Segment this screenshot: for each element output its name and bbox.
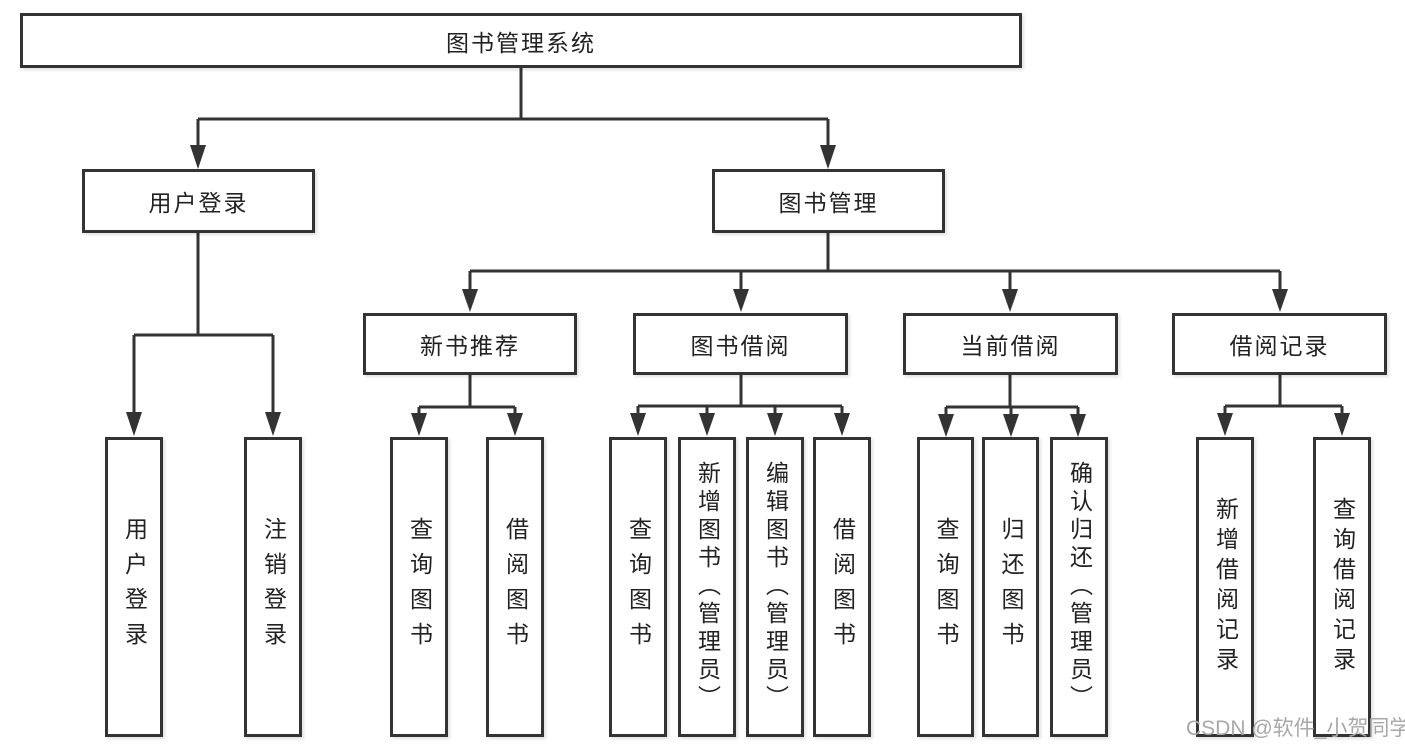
connector-root-to-level2: [190, 68, 836, 169]
csdn-watermark: CSDN @软件_小贺同学: [1186, 717, 1405, 740]
leaf-borrow-query-book: 查询图书: [609, 437, 667, 737]
leaf-confirm-return-admin: 确认归还（管理员）: [1050, 437, 1108, 737]
leaf-edit-book-admin: 编辑图书（管理员）: [746, 437, 804, 737]
node-user-login-label: 用户登录: [148, 190, 249, 216]
leaf-user-login: 用户登录: [105, 437, 163, 737]
node-new-book-recommend: 新书推荐: [363, 313, 577, 375]
leaf-query-borrow-record: 查询借阅记录: [1313, 437, 1371, 737]
connector-new-books-to-leaves: [411, 375, 523, 436]
node-user-login: 用户登录: [82, 169, 315, 233]
connector-user-login-to-leaves: [126, 233, 281, 436]
leaf-current-query-book-label: 查询图书: [933, 517, 959, 657]
leaf-borrow-book-label: 借阅图书: [829, 517, 856, 657]
leaf-add-book-admin-label: 新增图书（管理员）: [694, 461, 721, 713]
node-current-borrow: 当前借阅: [903, 313, 1118, 375]
leaf-confirm-return-admin-label: 确认归还（管理员）: [1066, 461, 1093, 713]
node-root-system: 图书管理系统: [20, 13, 1022, 68]
leaf-logout: 注销登录: [244, 437, 302, 737]
leaf-add-book-admin: 新增图书（管理员）: [678, 437, 736, 737]
leaf-add-borrow-record-label: 新增借阅记录: [1212, 497, 1239, 677]
connector-borrow-records-to-leaves: [1217, 375, 1350, 436]
leaf-current-query-book: 查询图书: [917, 437, 974, 737]
leaf-newbooks-query-book: 查询图书: [390, 437, 448, 737]
node-book-borrow: 图书借阅: [633, 313, 848, 375]
leaf-borrow-query-book-label: 查询图书: [625, 517, 652, 657]
node-current-borrow-label: 当前借阅: [960, 333, 1061, 359]
leaf-return-book-label: 归还图书: [998, 517, 1024, 657]
node-new-book-recommend-label: 新书推荐: [420, 333, 520, 359]
leaf-newbooks-borrow-book: 借阅图书: [486, 437, 544, 737]
node-borrow-records: 借阅记录: [1172, 313, 1387, 375]
node-book-management: 图书管理: [712, 169, 945, 233]
leaf-newbooks-query-book-label: 查询图书: [406, 517, 433, 657]
leaf-logout-label: 注销登录: [260, 517, 287, 657]
node-book-borrow-label: 图书借阅: [690, 333, 791, 359]
leaf-user-login-label: 用户登录: [121, 517, 148, 657]
node-borrow-records-label: 借阅记录: [1229, 333, 1330, 359]
leaf-newbooks-borrow-book-label: 借阅图书: [502, 517, 529, 657]
node-root-label: 图书管理系统: [446, 29, 596, 56]
node-book-management-label: 图书管理: [778, 190, 879, 216]
leaf-borrow-book: 借阅图书: [813, 437, 871, 737]
connector-book-borrow-to-leaves: [630, 375, 850, 436]
connector-book-management-to-level3: [462, 233, 1288, 312]
leaf-edit-book-admin-label: 编辑图书（管理员）: [762, 461, 789, 713]
leaf-return-book: 归还图书: [982, 437, 1039, 737]
connector-current-borrow-to-leaves: [938, 375, 1086, 437]
leaf-query-borrow-record-label: 查询借阅记录: [1329, 497, 1356, 677]
leaf-add-borrow-record: 新增借阅记录: [1196, 437, 1254, 737]
